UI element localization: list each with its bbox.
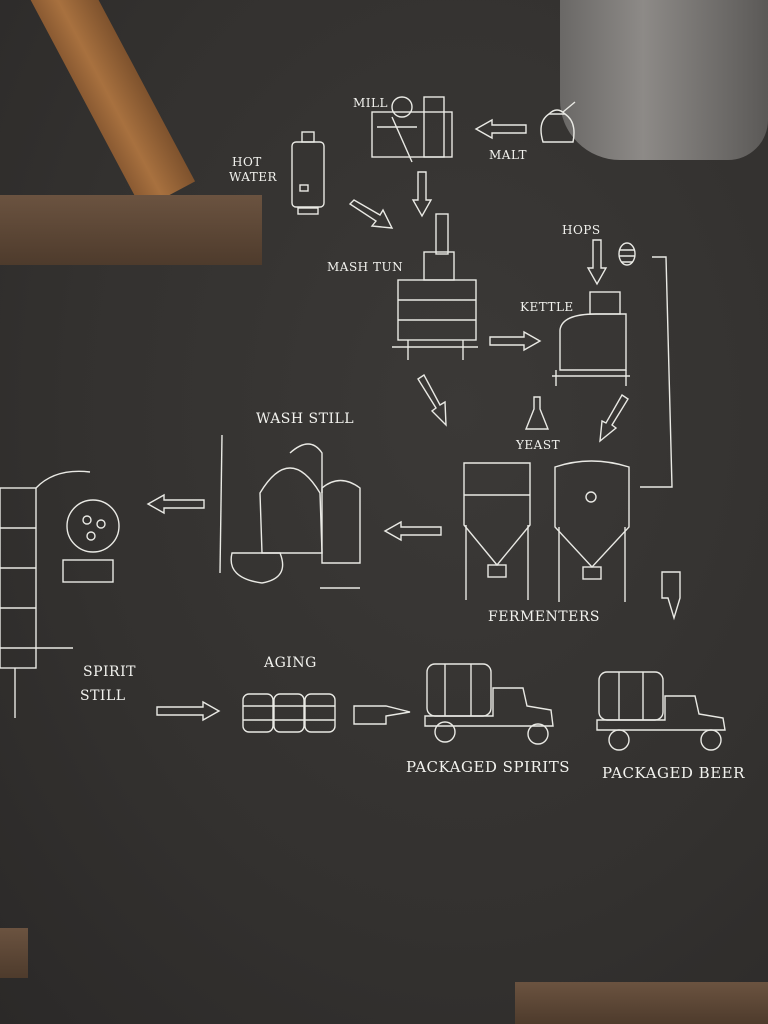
- wooden-plank: [0, 195, 262, 265]
- pointing-hand-right-icon: [353, 705, 411, 725]
- hot-water-tank-illustration: [291, 131, 325, 215]
- beer-truck-illustration: [596, 671, 726, 751]
- arrow-hotwater-to-mash: [348, 199, 394, 229]
- ceiling-beam: [20, 0, 196, 210]
- label-aging: AGING: [264, 655, 317, 671]
- wooden-plank-corner: [0, 928, 28, 978]
- arrow-kettle-to-fermenter: [599, 394, 629, 443]
- arrow-hops-to-kettle: [586, 239, 608, 286]
- spirit-still-illustration: [0, 470, 120, 718]
- label-hops: HOPS: [562, 223, 601, 237]
- label-hot-water-2: WATER: [229, 170, 278, 184]
- yeast-flask-icon: [524, 396, 550, 430]
- label-packaged-beer: PACKAGED BEER: [602, 764, 745, 782]
- malt-sack-illustration: [540, 101, 576, 143]
- ventilation-duct: [560, 0, 768, 160]
- label-mash-tun: MASH TUN: [327, 260, 404, 274]
- label-wash-still: WASH STILL: [256, 411, 355, 427]
- label-packaged-spirits: PACKAGED SPIRITS: [406, 758, 570, 776]
- arrow-malt-to-mill: [474, 118, 527, 140]
- mill-illustration: [371, 96, 453, 163]
- label-fermenters: FERMENTERS: [488, 609, 600, 625]
- label-spirit-still-2: STILL: [80, 688, 126, 704]
- arrow-wash-still-to-spirit-still: [146, 493, 205, 515]
- label-yeast: YEAST: [516, 438, 561, 452]
- label-malt: MALT: [489, 148, 527, 162]
- arrow-mash-to-fermenter: [417, 373, 447, 427]
- fermenter-2-illustration: [554, 460, 630, 602]
- arrow-mash-to-kettle: [489, 330, 542, 352]
- arrow-spirit-still-to-aging: [156, 700, 221, 722]
- arrow-mill-to-mash: [411, 171, 433, 218]
- aging-barrels-illustration: [242, 693, 336, 733]
- wash-still-illustration: [219, 434, 361, 589]
- pointing-hand-down-icon: [661, 571, 681, 621]
- label-hot-water-1: HOT: [232, 155, 262, 169]
- kettle-illustration: [552, 291, 630, 386]
- fermenter-1-illustration: [463, 462, 531, 600]
- mash-tun-illustration: [392, 213, 478, 360]
- label-spirit-still-1: SPIRIT: [83, 664, 136, 680]
- label-mill: MILL: [353, 96, 388, 110]
- wooden-plank-bottom: [515, 982, 768, 1024]
- hops-icon: [618, 242, 636, 266]
- arrow-fermenter-to-wash-still: [383, 520, 442, 542]
- spirits-truck-illustration: [424, 663, 554, 745]
- label-kettle: KETTLE: [520, 300, 574, 314]
- hops-return-line: [640, 256, 673, 488]
